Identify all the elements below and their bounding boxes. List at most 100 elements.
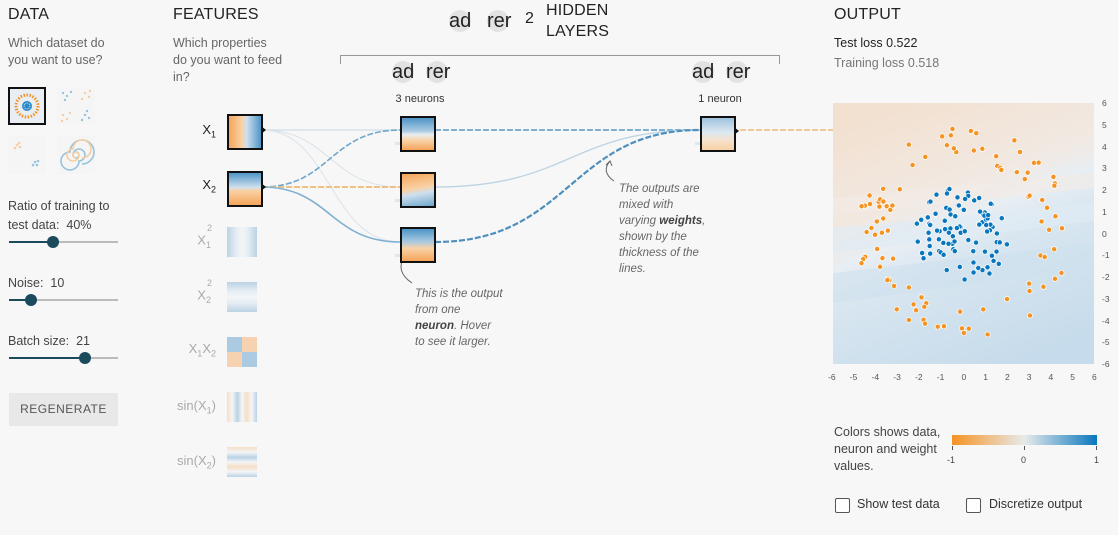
discretize-output-checkbox[interactable] <box>966 498 981 513</box>
data-point <box>1021 176 1028 183</box>
dataset-circle-thumb[interactable] <box>8 87 46 125</box>
feature-node-x1[interactable] <box>227 114 263 150</box>
data-point <box>945 240 952 247</box>
y-tick: -5 <box>1102 337 1110 348</box>
batch-value: 21 <box>76 334 90 348</box>
x-tick: 1 <box>983 372 988 382</box>
data-point <box>947 132 954 139</box>
color-legend-bar <box>952 435 1097 445</box>
link-h2-o[interactable] <box>434 129 701 188</box>
feature-node-sin-x2[interactable] <box>227 447 257 477</box>
data-point <box>877 263 883 270</box>
data-point <box>920 255 927 262</box>
dataset-gaussian-thumb[interactable] <box>8 136 46 174</box>
data-point <box>1039 197 1046 203</box>
layer1-remove-neuron-button[interactable]: rer <box>426 61 450 83</box>
link-x2-h3[interactable] <box>261 186 401 243</box>
hidden-layers-bracket <box>340 55 780 64</box>
remove-layer-button[interactable]: rer <box>487 10 511 32</box>
data-point <box>944 190 950 197</box>
data-point <box>977 208 983 215</box>
batch-label-text: Batch size: <box>8 334 70 348</box>
neuron-h1-1[interactable] <box>400 116 436 152</box>
layer1-neuron-count: 3 neurons <box>395 93 445 105</box>
feature-node-x2[interactable] <box>227 171 263 207</box>
feature-label-x1x2: X1X2 <box>188 341 216 359</box>
data-point <box>976 221 983 228</box>
data-point <box>880 185 887 192</box>
ratio-slider[interactable] <box>9 234 118 250</box>
data-point <box>970 147 977 154</box>
data-point <box>998 215 1005 222</box>
legend-tick-min: -1 <box>947 455 956 465</box>
data-point <box>995 260 1002 267</box>
data-point <box>876 203 883 210</box>
show-test-data-label[interactable]: Show test data <box>857 497 940 511</box>
link-h3-o[interactable] <box>434 128 701 244</box>
data-point <box>984 331 991 338</box>
data-point <box>942 226 949 233</box>
data-point <box>863 229 870 236</box>
data-point <box>951 248 958 255</box>
add-layer-button[interactable]: ad <box>449 10 471 32</box>
feature-node-x1-squared[interactable] <box>227 227 257 257</box>
ratio-slider-knob[interactable] <box>46 236 59 248</box>
data-point <box>984 228 991 235</box>
data-point <box>884 227 891 234</box>
noise-slider-knob[interactable] <box>24 294 37 306</box>
batch-slider[interactable] <box>9 350 118 366</box>
data-point <box>961 276 968 283</box>
y-tick: -3 <box>1102 293 1110 304</box>
batch-slider-knob[interactable] <box>79 352 92 364</box>
data-point <box>890 255 897 262</box>
data-point <box>957 308 964 315</box>
layer2-add-neuron-button[interactable]: ad <box>692 61 714 83</box>
feature-node-sin-x1[interactable] <box>227 392 257 422</box>
layer1-add-neuron-button[interactable]: ad <box>392 61 414 83</box>
y-tick: 1 <box>1102 206 1107 217</box>
data-point <box>955 202 962 209</box>
discretize-output-label[interactable]: Discretize output <box>989 497 1083 511</box>
data-point <box>922 320 929 327</box>
data-point <box>990 257 997 264</box>
data-point <box>983 222 990 228</box>
neuron-annotation: This is the output from one neuron. Hove… <box>415 288 503 348</box>
show-test-data-checkbox[interactable] <box>835 498 850 513</box>
data-point <box>926 236 933 243</box>
features-prompt: Which properties do you want to feed in? <box>173 36 283 84</box>
data-point <box>884 277 891 284</box>
link-x2-h1[interactable] <box>261 129 401 188</box>
noise-slider[interactable] <box>9 292 118 308</box>
output-heatmap[interactable] <box>833 103 1094 364</box>
neuron-h1-3[interactable] <box>400 227 436 263</box>
data-point <box>1026 280 1033 287</box>
data-point <box>926 243 933 249</box>
data-point <box>965 237 972 244</box>
neuron-h1-2[interactable] <box>400 172 436 208</box>
x2-output-arrow-icon <box>261 183 266 191</box>
data-point <box>1052 213 1059 220</box>
data-point <box>973 239 979 246</box>
features-title: FEATURES <box>173 6 259 23</box>
neuron-h2-1[interactable] <box>700 116 736 152</box>
dataset-spiral-thumb[interactable] <box>57 136 95 174</box>
dataset-xor-thumb[interactable] <box>57 87 95 125</box>
data-point <box>980 306 987 313</box>
data-point <box>981 248 988 255</box>
data-point <box>979 145 986 152</box>
data-point <box>1017 149 1023 155</box>
x-tick: -5 <box>849 372 858 382</box>
x1-output-arrow-icon <box>261 126 266 134</box>
data-point <box>905 141 912 148</box>
data-title: DATA <box>8 6 50 23</box>
feature-node-x2-squared[interactable] <box>227 282 257 312</box>
data-point <box>962 196 969 202</box>
data-point <box>949 233 956 240</box>
link-x1-h3[interactable] <box>261 129 401 243</box>
data-point <box>924 214 931 221</box>
data-point <box>1011 137 1018 144</box>
feature-node-x1x2[interactable] <box>227 337 257 367</box>
regenerate-button[interactable]: REGENERATE <box>9 393 118 426</box>
layer2-remove-neuron-button[interactable]: rer <box>726 61 750 83</box>
